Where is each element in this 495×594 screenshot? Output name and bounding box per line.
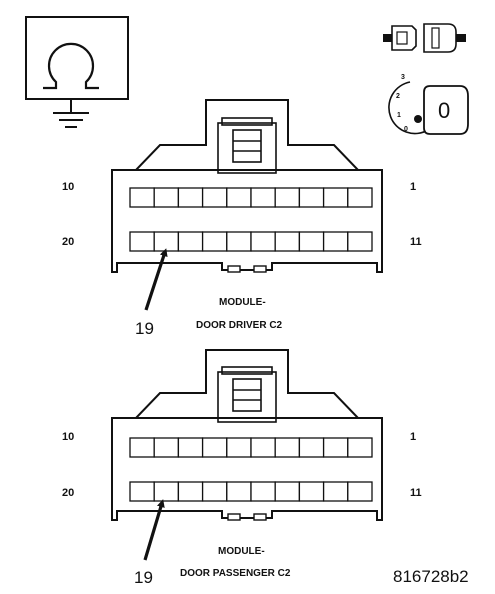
pin-cavity xyxy=(347,437,373,458)
pin-cavity xyxy=(226,187,252,208)
pin-cavity xyxy=(153,437,180,458)
pin-cavity xyxy=(347,481,373,502)
pin-cavity xyxy=(177,481,204,502)
callout-arrow xyxy=(144,248,168,311)
key-position-2: 2 xyxy=(396,93,400,100)
pin-cavity xyxy=(201,231,228,252)
key-position-1: 1 xyxy=(397,112,401,119)
pin-cavity xyxy=(274,187,301,208)
pin-label-top-right: 1 xyxy=(410,181,416,193)
pin-cavity xyxy=(201,481,228,502)
pin-cavity xyxy=(298,231,325,252)
key-value: 0 xyxy=(438,98,450,123)
pin-cavity xyxy=(153,481,180,502)
pin-cavity xyxy=(274,231,301,252)
pin-cavity xyxy=(322,437,349,458)
caption-line-2: DOOR DRIVER C2 xyxy=(196,320,283,331)
pin-cavity xyxy=(129,481,155,502)
pin-cavity xyxy=(298,481,325,502)
pin-cavity xyxy=(274,481,301,502)
caption-line-1: MODULE- xyxy=(219,297,266,308)
pin-row-top xyxy=(129,437,373,458)
pin-cavity xyxy=(298,437,325,458)
pin-cavity xyxy=(153,231,180,252)
caption-line-1: MODULE- xyxy=(218,546,265,557)
pin-row-top xyxy=(129,187,373,208)
connector-driver: 10 1 20 11 19 MODULE- DOOR DRIVER C2 xyxy=(62,99,422,338)
pin-cavity xyxy=(322,231,349,252)
pin-cavity xyxy=(226,437,252,458)
pin-cavity xyxy=(322,481,349,502)
pin-cavity xyxy=(177,187,204,208)
pin-cavity xyxy=(177,231,204,252)
pin-cavity xyxy=(201,437,228,458)
pin-label-top-left: 10 xyxy=(62,431,74,443)
pin-cavity xyxy=(298,187,325,208)
pin-cavity xyxy=(347,231,373,252)
pin-label-top-left: 10 xyxy=(62,181,74,193)
pin-label-bottom-left: 20 xyxy=(62,236,74,248)
pin-cavity xyxy=(250,437,276,458)
connector-disconnected-icon xyxy=(383,23,466,53)
pin-cavity xyxy=(250,231,276,252)
pin-label-bottom-left: 20 xyxy=(62,487,74,499)
pin-cavity xyxy=(274,437,301,458)
pin-cavity xyxy=(250,187,276,208)
callout-label: 19 xyxy=(134,568,153,587)
caption-line-2: DOOR PASSENGER C2 xyxy=(180,568,291,579)
pin-label-top-right: 1 xyxy=(410,431,416,443)
pin-cavity xyxy=(201,187,228,208)
pin-cavity xyxy=(322,187,349,208)
pin-cavity xyxy=(250,481,276,502)
pin-cavity xyxy=(226,231,252,252)
pin-cavity xyxy=(129,231,155,252)
ohm-ground-symbol-icon xyxy=(25,16,129,128)
callout-label: 19 xyxy=(135,319,154,338)
figure-id: 816728b2 xyxy=(393,567,469,586)
pin-label-bottom-right: 11 xyxy=(410,236,422,248)
key-position-3: 3 xyxy=(401,74,405,81)
key-position-0: 0 xyxy=(404,126,408,133)
connector-body xyxy=(111,349,383,521)
pin-row-bottom xyxy=(129,481,373,502)
pin-row-bottom xyxy=(129,231,373,252)
connector-passenger: 10 1 20 11 19 MODULE- DOOR PASSENGER C2 xyxy=(62,349,422,587)
pin-cavity xyxy=(177,437,204,458)
pin-cavity xyxy=(129,437,155,458)
pin-cavity xyxy=(129,187,155,208)
callout-arrow xyxy=(143,499,165,561)
pin-label-bottom-right: 11 xyxy=(410,487,422,499)
pin-cavity xyxy=(347,187,373,208)
pin-cavity xyxy=(226,481,252,502)
pin-cavity xyxy=(153,187,180,208)
connector-body xyxy=(111,99,383,273)
ignition-key-off-icon: 3 2 1 0 0 xyxy=(388,74,469,135)
